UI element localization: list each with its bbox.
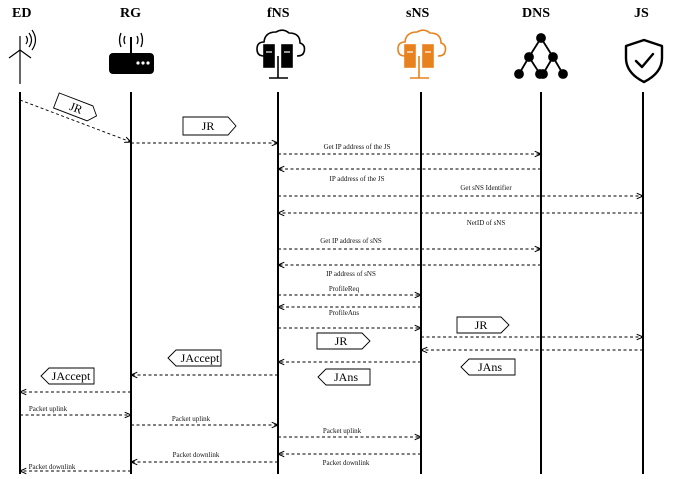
svg-text:JR: JR [68,99,85,117]
gateway-router-icon [109,32,154,74]
entity-label-rg: RG [120,6,141,21]
message-label: Packet uplink [323,427,362,435]
message-label: Get IP address of sNS [320,237,382,245]
message-tag: JAccept [167,349,222,367]
entity-label-ed: ED [12,6,31,21]
message-tag: JR [182,116,237,136]
svg-text:JAns: JAns [478,360,502,374]
message-label: Packet uplink [172,415,211,423]
message-tag: JAns [317,368,371,386]
svg-text:JAns: JAns [334,370,358,384]
message-label: Packet uplink [29,405,68,413]
message-label: NetID of sNS [467,219,506,227]
message-label: ProfileReq [329,285,360,293]
message-tag: JR [316,332,371,350]
message-tag: JAns [460,358,516,376]
svg-text:JAccept: JAccept [52,369,91,383]
cloud-server-icon [397,29,447,79]
cloud-server-icon [256,29,306,79]
shield-check-icon [624,38,664,84]
svg-text:JR: JR [335,334,348,348]
message-label: Packet downlink [173,451,220,459]
message-label: Get sNS Identifier [460,184,512,192]
message-label: Get IP address of the JS [324,143,391,151]
message-tag: JR [456,316,510,334]
entity-label-dns: DNS [522,6,550,21]
entity-label-fns: fNS [267,6,290,21]
message-label: Packet downlink [323,459,370,467]
entity-label-sns: sNS [406,6,430,21]
svg-text:JR: JR [202,119,215,133]
svg-text:JAccept: JAccept [181,351,220,365]
message-label: ProfileAns [329,309,360,317]
wind-turbine-icon [8,29,37,84]
message-label: Packet downlink [29,463,76,471]
entity-label-js: JS [634,6,649,21]
message-label: IP address of the JS [330,175,385,183]
message-tag: JAccept [40,367,95,385]
message-tag: JR [52,92,98,122]
tree-network-icon [514,33,568,79]
svg-text:JR: JR [475,318,488,332]
message-label: IP address of sNS [326,270,376,278]
